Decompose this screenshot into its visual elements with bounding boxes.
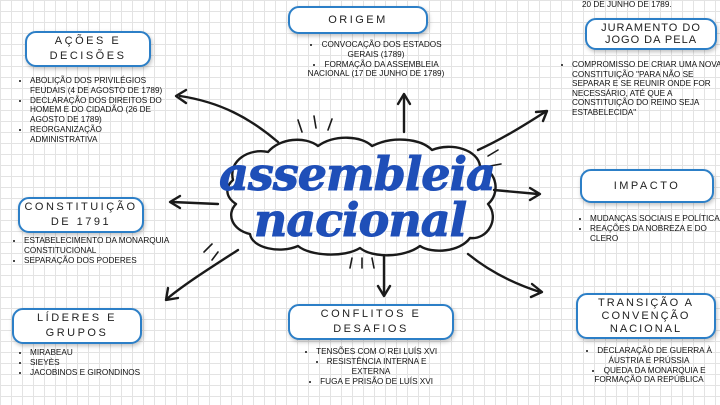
- list-item: SIEYÈS: [30, 358, 175, 368]
- constituicao-box: CONSTITUIÇÃO DE 1791: [18, 197, 144, 233]
- constituicao-title-line2: DE 1791: [50, 216, 112, 228]
- transicao-title-line1: TRANSIÇÃO A: [598, 296, 694, 309]
- list-item: REORGANIZAÇÃO ADMINISTRATIVA: [30, 125, 170, 144]
- list-item: REAÇÕES DA NOBREZA E DO CLERO: [590, 224, 720, 243]
- constituicao-list: ESTABELECIMENTO DA MONARQUIA CONSTITUCIO…: [12, 236, 169, 266]
- origem-list: CONVOCAÇÃO DOS ESTADOS GERAIS (1789) FOR…: [296, 40, 456, 79]
- list-item: DECLARAÇÃO DE GUERRA À ÁUSTRIA E PRÚSSIA: [578, 346, 720, 365]
- lideres-list: MIRABEAU SIEYÈS JACOBINOS E GIRONDINOS: [18, 348, 175, 378]
- arrow-to-impacto: [492, 188, 540, 196]
- arrow-to-lideres-head: [164, 286, 180, 302]
- lideres-title-line2: GRUPOS: [45, 327, 109, 339]
- arrow-to-transicao-head: [529, 282, 544, 299]
- list-item: MUDANÇAS SOCIAIS E POLÍTICAS: [590, 214, 720, 224]
- list-item: SEPARAÇÃO DOS PODERES: [24, 256, 169, 266]
- constituicao-title-line1: CONSTITUIÇÃO: [24, 201, 138, 213]
- juramento-list: COMPROMISSO DE CRIAR UMA NOVA CONSTITUIÇ…: [560, 60, 720, 118]
- conflitos-list: TENSÕES COM O REI LUÍS XVI RESISTÊNCIA I…: [296, 347, 446, 387]
- arrow-to-constituicao-head: [168, 194, 182, 210]
- list-item: TENSÕES COM O REI LUÍS XVI: [296, 347, 446, 357]
- list-item: MIRABEAU: [30, 348, 175, 358]
- impacto-list: MUDANÇAS SOCIAIS E POLÍTICAS REAÇÕES DA …: [578, 214, 720, 244]
- acoes-title-line2: DECISÕES: [49, 50, 127, 62]
- title-cloud: [226, 136, 497, 257]
- arrow-to-juramento-head: [534, 109, 549, 123]
- arrow-to-acoes: [178, 94, 280, 144]
- conflitos-title-line2: DESAFIOS: [333, 323, 409, 335]
- arrow-to-acoes-head: [174, 88, 188, 105]
- lideres-box: LÍDERES E GRUPOS: [12, 308, 142, 344]
- acoes-title-line1: AÇÕES E: [54, 35, 122, 47]
- impacto-box: IMPACTO: [580, 169, 714, 203]
- list-item: DECLARAÇÃO DOS DIREITOS DO HOMEM E DO CI…: [30, 96, 170, 125]
- acoes-list: ABOLIÇÃO DOS PRIVILÉGIOS FEUDAIS (4 DE A…: [18, 76, 170, 145]
- arrow-to-origem-head: [396, 92, 412, 106]
- transicao-title-line2: CONVENÇÃO: [601, 309, 691, 322]
- transicao-box: TRANSIÇÃO A CONVENÇÃO NACIONAL: [576, 293, 716, 339]
- list-item: CONVOCAÇÃO DOS ESTADOS GERAIS (1789): [296, 40, 456, 59]
- arrow-to-transicao: [466, 252, 542, 294]
- arrow-to-lideres: [166, 248, 240, 300]
- juramento-date: 20 DE JUNHO DE 1789.: [582, 0, 672, 9]
- arrow-to-conflitos-head: [376, 284, 392, 298]
- acoes-box: AÇÕES E DECISÕES: [25, 31, 151, 67]
- arrow-to-constituicao: [170, 200, 220, 206]
- list-item: ABOLIÇÃO DOS PRIVILÉGIOS FEUDAIS (4 DE A…: [30, 76, 170, 95]
- origem-box: ORIGEM: [288, 6, 428, 34]
- transicao-list: DECLARAÇÃO DE GUERRA À ÁUSTRIA E PRÚSSIA…: [578, 346, 720, 385]
- list-item: RESISTÊNCIA INTERNA E EXTERNA: [296, 357, 446, 376]
- center-title-line2: nacional: [254, 193, 467, 247]
- conflitos-title-line1: CONFLITOS E: [320, 308, 422, 320]
- juramento-title-line1: JURAMENTO DO: [601, 22, 701, 34]
- arrow-to-juramento: [476, 110, 547, 152]
- list-item: FORMAÇÃO DA ASSEMBLEIA NACIONAL (17 DE J…: [296, 60, 456, 79]
- arrow-to-impacto-head: [528, 186, 542, 202]
- transicao-title-line3: NACIONAL: [609, 322, 683, 335]
- center-title-line1: assembleia: [219, 147, 495, 201]
- list-item: FUGA E PRISÃO DE LUÍS XVI: [296, 377, 446, 387]
- list-item: ESTABELECIMENTO DA MONARQUIA CONSTITUCIO…: [24, 236, 169, 255]
- juramento-title-line2: JOGO DA PELA: [604, 34, 698, 46]
- juramento-box: JURAMENTO DO JOGO DA PELA: [585, 18, 717, 50]
- list-item: QUEDA DA MONARQUIA E FORMAÇÃO DA REPÚBLI…: [578, 366, 720, 385]
- impacto-title: IMPACTO: [613, 179, 681, 192]
- list-item: COMPROMISSO DE CRIAR UMA NOVA CONSTITUIÇ…: [572, 60, 720, 118]
- list-item: JACOBINOS E GIRONDINOS: [30, 368, 175, 378]
- conflitos-box: CONFLITOS E DESAFIOS: [288, 304, 454, 340]
- origem-title: ORIGEM: [328, 13, 388, 26]
- lideres-title-line1: LÍDERES E: [37, 312, 117, 324]
